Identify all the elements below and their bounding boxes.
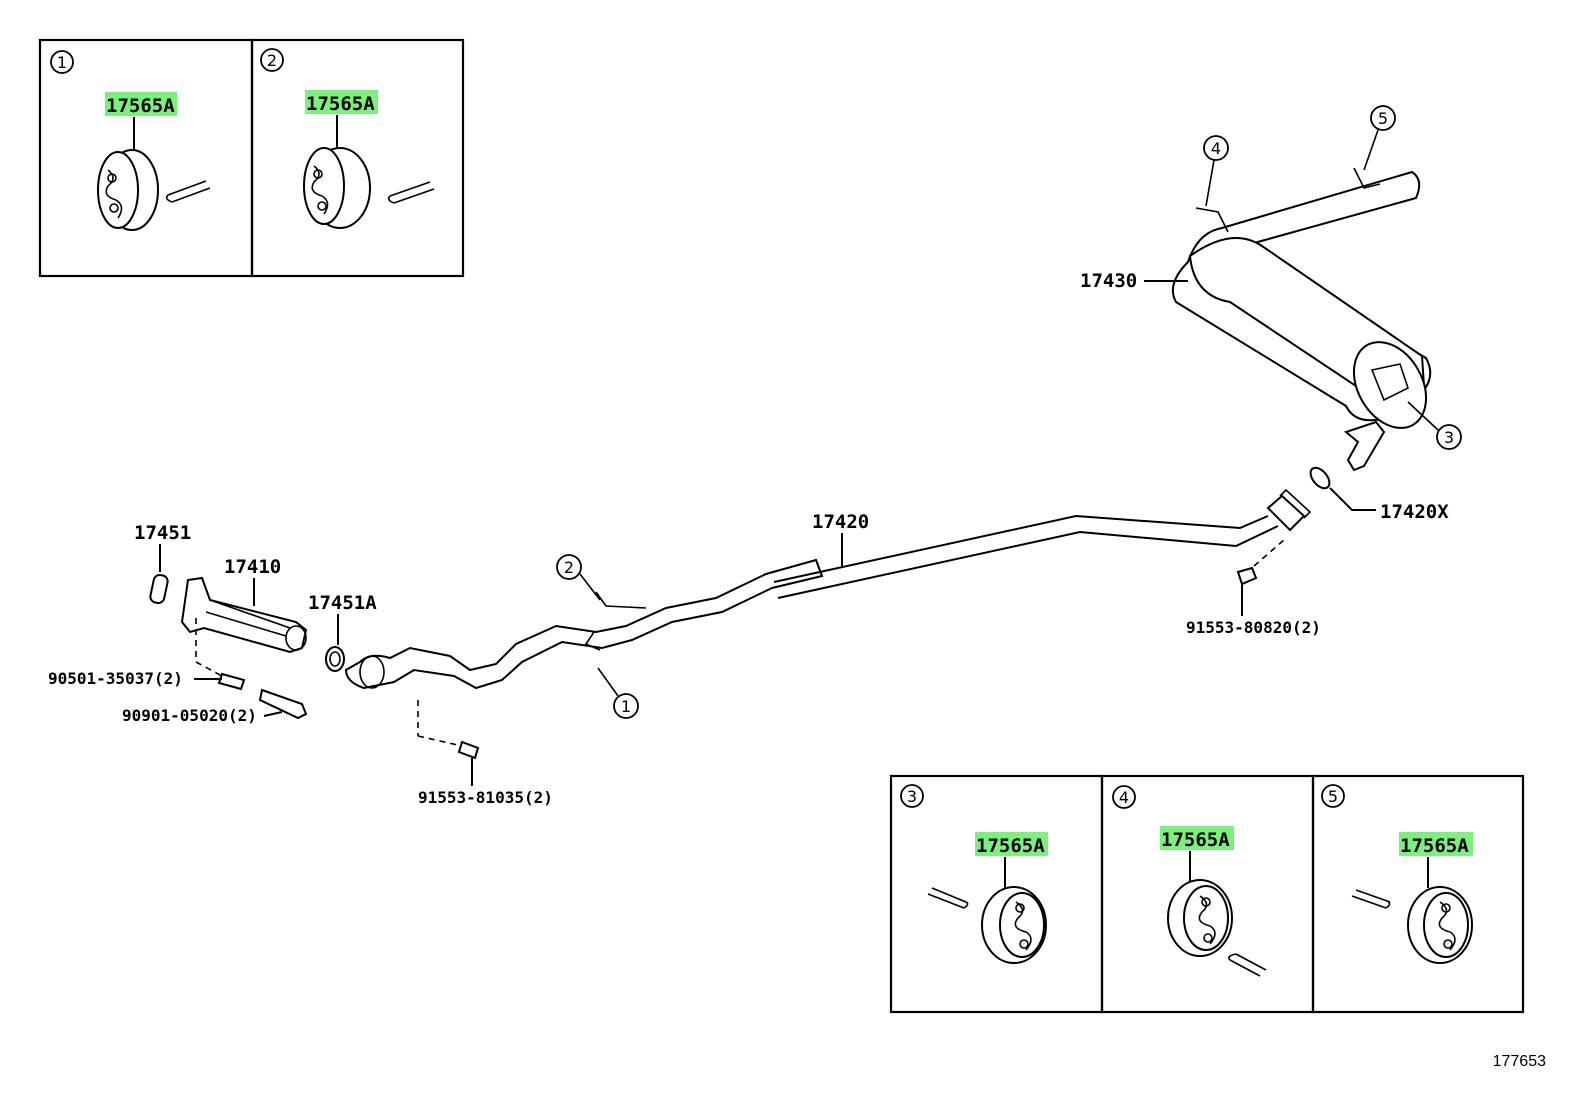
inset-box-3: 3 17565A xyxy=(889,774,1104,1014)
part-label-17420x[interactable]: 17420X xyxy=(1380,501,1449,523)
callout-circle xyxy=(260,48,284,72)
callout-number: 3 xyxy=(907,787,917,806)
pipe-17410[interactable] xyxy=(180,576,308,654)
part-label-17451a[interactable]: 17451A xyxy=(308,592,377,614)
bolt-90901[interactable] xyxy=(258,688,308,720)
bolt-91553-80820[interactable] xyxy=(1236,566,1258,586)
hanger-rubber-icon xyxy=(981,886,1047,964)
catalytic-converter[interactable] xyxy=(344,558,824,690)
hanger-rubber-icon xyxy=(97,149,159,231)
callout-3[interactable]: 3 xyxy=(1407,401,1462,450)
part-label-91553-81035[interactable]: 91553-81035(2) xyxy=(418,788,553,807)
svg-text:3: 3 xyxy=(1444,428,1454,447)
callout-2[interactable]: 2 xyxy=(556,554,601,601)
part-label-17420[interactable]: 17420 xyxy=(812,511,869,533)
part-highlight xyxy=(1399,832,1473,856)
svg-text:4: 4 xyxy=(1211,139,1221,158)
part-highlight xyxy=(975,832,1048,856)
part-highlight xyxy=(105,92,177,116)
gasket-17451a[interactable] xyxy=(325,646,345,672)
callout-5[interactable]: 5 xyxy=(1363,105,1396,171)
callout-circle xyxy=(900,784,924,808)
bolt-91553-81035[interactable] xyxy=(457,740,480,760)
hanger-rubber-icon xyxy=(303,147,371,229)
part-label-17410[interactable]: 17410 xyxy=(224,556,281,578)
hanger-rubber-icon xyxy=(1167,879,1233,957)
callout-circle xyxy=(50,50,74,74)
inset-box-1: 1 17565A xyxy=(38,38,254,278)
part-label-17430[interactable]: 17430 xyxy=(1080,270,1137,292)
callout-4[interactable]: 4 xyxy=(1203,135,1229,207)
part-label-17451[interactable]: 17451 xyxy=(134,522,191,544)
part-label-17565a[interactable]: 17565A xyxy=(1400,835,1469,857)
gasket-17420x[interactable] xyxy=(1307,464,1333,491)
diagram-reference-number: 177653 xyxy=(1493,1053,1546,1070)
part-label-17565a[interactable]: 17565A xyxy=(1161,829,1230,851)
part-label-90501[interactable]: 90501-35037(2) xyxy=(48,669,183,688)
callout-circle xyxy=(1321,784,1345,808)
part-label-90901[interactable]: 90901-05020(2) xyxy=(122,706,257,725)
inset-box-4: 4 17565A xyxy=(1100,774,1315,1014)
front-exhaust-pipe-assembly xyxy=(149,558,824,760)
part-label-17565a[interactable]: 17565A xyxy=(306,93,375,115)
callout-circle xyxy=(1112,785,1136,809)
inset-box-2: 2 17565A xyxy=(250,38,465,278)
callout-number: 2 xyxy=(267,51,277,70)
part-label-17565a[interactable]: 17565A xyxy=(976,835,1045,857)
gasket-17451[interactable] xyxy=(149,573,169,605)
callout-number: 1 xyxy=(57,53,67,72)
tailpipe-muffler-17430[interactable] xyxy=(1172,167,1441,472)
center-pipe-17420[interactable] xyxy=(773,488,1312,599)
stud-90501[interactable] xyxy=(217,672,246,691)
part-highlight xyxy=(1160,826,1234,850)
svg-text:1: 1 xyxy=(621,697,631,716)
part-label-91553-80820[interactable]: 91553-80820(2) xyxy=(1186,618,1321,637)
callout-number: 5 xyxy=(1328,787,1338,806)
callout-1[interactable]: 1 xyxy=(597,667,639,719)
svg-text:2: 2 xyxy=(564,558,574,577)
svg-text:5: 5 xyxy=(1378,109,1388,128)
hanger-rubber-icon xyxy=(1407,886,1473,964)
part-highlight xyxy=(305,90,378,114)
part-label-17565a[interactable]: 17565A xyxy=(106,95,175,117)
inset-box-5: 5 17565A xyxy=(1311,774,1525,1014)
callout-number: 4 xyxy=(1119,788,1129,807)
